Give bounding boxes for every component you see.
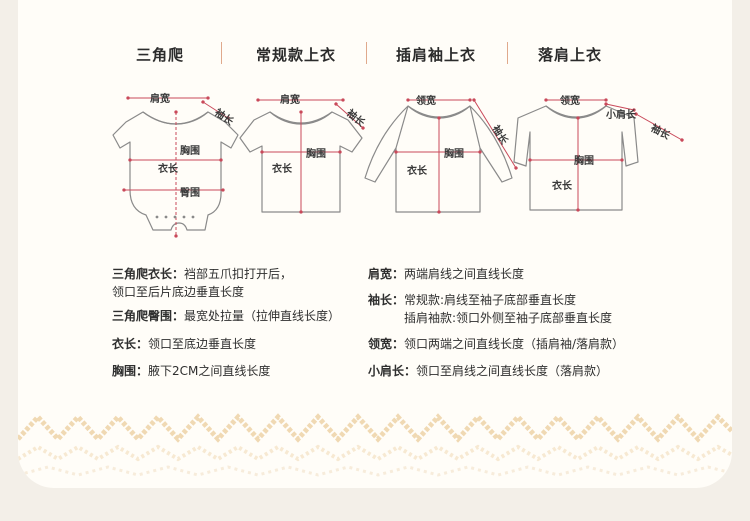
romper-sleeve-label: 袖长 (211, 105, 236, 128)
category-romper: 三角爬 (136, 46, 185, 64)
definition-text-cont: 领口至后片底边垂直长度 (112, 285, 245, 299)
romper-length-label: 衣长 (158, 162, 179, 175)
definition-sleeve: 袖长：常规款:肩线至袖子底部垂直长度 插肩袖款:领口外侧至袖子底部垂直长度 (368, 291, 612, 327)
regular-shoulder-label: 肩宽 (280, 93, 300, 106)
romper-hip-label: 臀围 (180, 187, 200, 199)
definition-text: 腋下2CM之间直线长度 (148, 364, 271, 378)
raglan-length-label: 衣长 (407, 164, 428, 177)
decorative-zigzag-pattern (18, 413, 732, 477)
regular-chest-label: 胸围 (306, 147, 326, 160)
definition-text-cont: 插肩袖款:领口外侧至袖子底部垂直长度 (404, 311, 613, 325)
category-divider (507, 42, 508, 64)
definition-text: 两端肩线之间直线长度 (404, 267, 525, 281)
definition-shoulder: 肩宽：两端肩线之间直线长度 (368, 265, 524, 283)
definition-length: 衣长：领口至底边垂直长度 (112, 335, 256, 353)
definition-term: 三角爬臀围： (112, 309, 185, 323)
definition-text: 领口至肩线之间直线长度（落肩款） (416, 364, 609, 378)
regular-length-label: 衣长 (272, 162, 293, 175)
raglan-chest-label: 胸围 (444, 147, 464, 160)
definition-term: 胸围： (112, 364, 149, 378)
category-raglan-top: 插肩袖上衣 (396, 46, 477, 64)
definition-term: 三角爬衣长： (112, 267, 185, 281)
definition-term: 小肩长： (368, 364, 417, 378)
category-divider (221, 42, 222, 64)
dropped-small-shoulder-label: 小肩长 (605, 108, 637, 121)
definition-romper-hip: 三角爬臀围：最宽处拉量（拉伸直线长度） (112, 307, 340, 325)
definition-term: 领宽： (368, 337, 405, 351)
definition-neck: 领宽：领口两端之间直线长度（插肩袖/落肩款） (368, 335, 624, 353)
definition-term: 衣长： (112, 337, 149, 351)
garment-diagrams: 肩宽 袖长 胸围 衣长 臀围 肩宽 袖长 胸围 衣长 领宽 袖长 胸围 衣长 领… (112, 92, 684, 238)
category-divider (366, 42, 367, 64)
dropped-chest-label: 胸围 (574, 154, 594, 167)
definition-text: 领口两端之间直线长度（插肩袖/落肩款） (404, 337, 625, 351)
definition-text: 裆部五爪扣打开后， (184, 267, 293, 281)
definition-term: 肩宽： (368, 267, 405, 281)
regular-sleeve-label: 袖长 (343, 106, 368, 130)
definition-text: 常规款:肩线至袖子底部垂直长度 (404, 293, 577, 307)
category-dropped-shoulder-top: 落肩上衣 (538, 46, 603, 64)
regular-top-outline (239, 111, 363, 213)
category-regular-top: 常规款上衣 (256, 46, 337, 64)
romper-shoulder-label: 肩宽 (150, 92, 170, 105)
dropped-length-label: 衣长 (552, 179, 573, 192)
dropped-sleeve-label: 袖长 (648, 121, 674, 143)
romper-chest-label: 胸围 (180, 144, 200, 157)
definition-text: 最宽处拉量（拉伸直线长度） (184, 309, 341, 323)
definition-small-shoulder: 小肩长：领口至肩线之间直线长度（落肩款） (368, 362, 608, 380)
definition-text: 领口至底边垂直长度 (148, 337, 257, 351)
dropped-top-outline (513, 105, 639, 211)
raglan-neck-label: 领宽 (416, 94, 436, 107)
definition-romper-length: 三角爬衣长：裆部五爪扣打开后， 领口至后片底边垂直长度 (112, 265, 292, 301)
size-guide-card: 三角爬 常规款上衣 插肩袖上衣 落肩上衣 (18, 0, 732, 488)
dropped-neck-label: 领宽 (560, 94, 580, 107)
definition-chest: 胸围：腋下2CM之间直线长度 (112, 362, 270, 380)
definition-term: 袖长： (368, 293, 405, 307)
